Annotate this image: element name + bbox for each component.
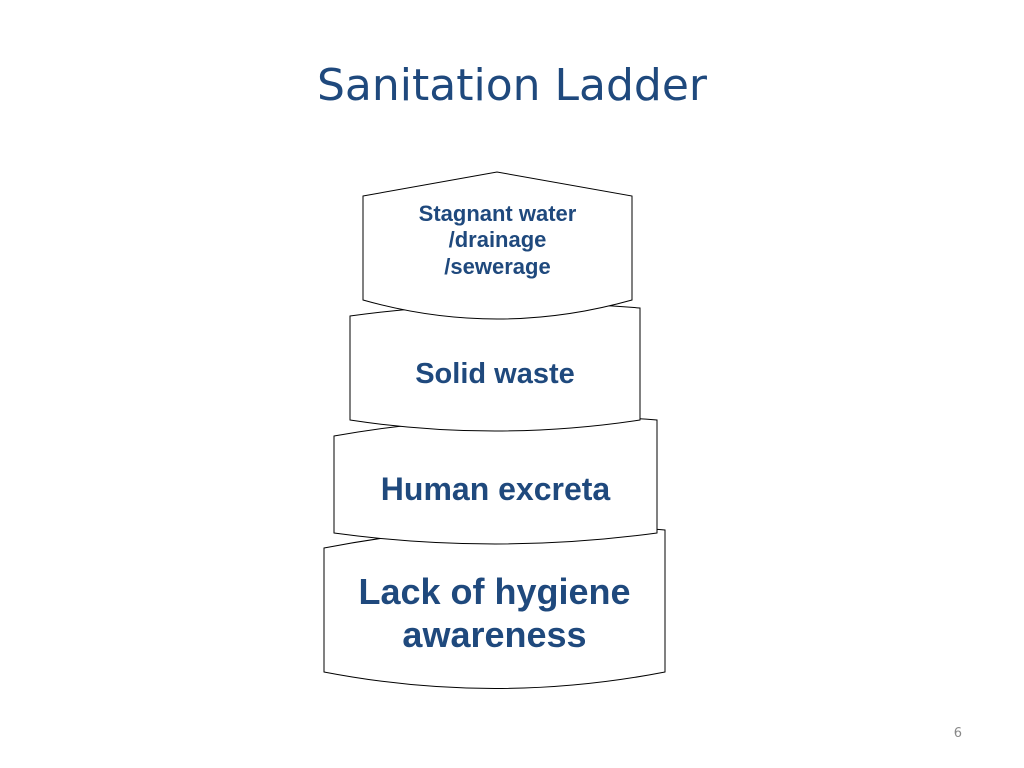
tier-label-hygiene-awareness: Lack of hygiene awareness: [358, 571, 631, 656]
tier-label-stagnant-water: Stagnant water /drainage /sewerage: [418, 201, 577, 279]
tier-shape-stagnant-water: [362, 171, 633, 320]
tier-label-human-excreta: Human excreta: [380, 471, 611, 507]
page-number: 6: [953, 726, 962, 741]
slide-title: Sanitation Ladder: [317, 60, 707, 111]
tier-label-solid-waste: Solid waste: [415, 358, 575, 390]
